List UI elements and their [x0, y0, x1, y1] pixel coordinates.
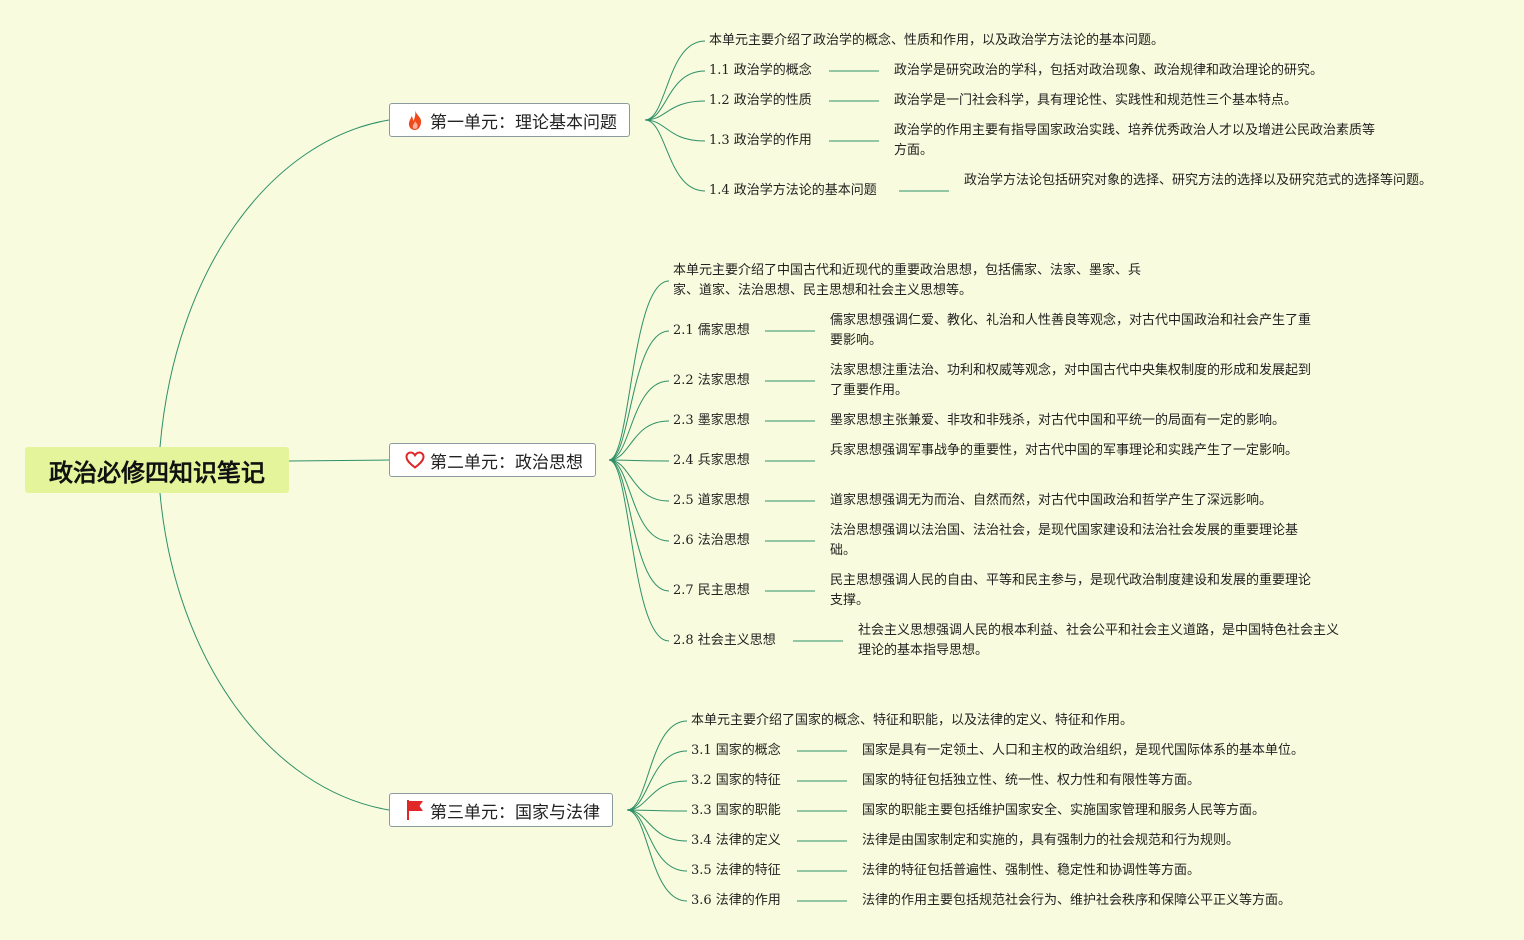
connector-line-20: [626, 809, 688, 812]
topic-2-8-desc: 社会主义思想强调人民的根本利益、社会公平和社会主义道路，是中国特色社会主义理论的…: [858, 623, 1340, 658]
topic-2-4-desc: 兵家思想强调军事战争的重要性，对古代中国的军事理论和实践产生了一定影响。: [830, 443, 1299, 458]
connector-line-7: [644, 119, 706, 192]
topic-3-1-desc: 国家是具有一定领土、人口和主权的政治组织，是现代国际体系的基本单位。: [862, 743, 1305, 758]
topic-2-2-label[interactable]: 2.2 法家思想: [673, 373, 750, 388]
topic-3-2-label[interactable]: 3.2 国家的特征: [691, 773, 781, 788]
connector-line-19: [626, 780, 688, 811]
topic-2-7-label[interactable]: 2.7 民主思想: [673, 583, 750, 598]
connector-line-18: [626, 750, 688, 811]
topic-2-3-desc: 墨家思想主张兼爱、非攻和非残杀，对古代中国和平统一的局面有一定的影响。: [830, 413, 1286, 428]
connector-line-8: [608, 280, 670, 461]
topic-1-2-desc: 政治学是一门社会科学，具有理论性、实践性和规范性三个基本特点。: [894, 93, 1298, 108]
connector-line-22: [626, 809, 688, 872]
root-title: 政治必修四知识笔记: [49, 458, 265, 487]
topic-1-3-label[interactable]: 1.3 政治学的作用: [709, 133, 812, 148]
topic-2-8-label[interactable]: 2.8 社会主义思想: [673, 633, 776, 648]
topic-1-4-label[interactable]: 1.4 政治学方法论的基本问题: [709, 183, 877, 198]
unit-2-node[interactable]: 第二单元：政治思想: [389, 443, 596, 477]
fire-icon: [404, 109, 426, 131]
topic-3-6-desc: 法律的作用主要包括规范社会行为、维护社会秩序和保障公平正义等方面。: [862, 893, 1292, 908]
topic-2-6-desc: 法治思想强调以法治国、法治社会，是现代国家建设和法治社会发展的重要理论基础。: [830, 523, 1299, 558]
connector-line-6: [644, 119, 706, 142]
topic-2-2-desc: 法家思想注重法治、功利和权威等观念，对中国古代中央集权制度的形成和发展起到了重要…: [830, 363, 1312, 398]
topic-2-7-desc: 民主思想强调人民的自由、平等和民主参与，是现代政治制度建设和发展的重要理论支撑。: [830, 573, 1312, 608]
unit-1-title: 第一单元：理论基本问题: [430, 112, 617, 133]
connector-line-10: [608, 380, 670, 461]
connector-line-2: [159, 492, 390, 811]
unit-2-title: 第二单元：政治思想: [430, 452, 583, 473]
flag-icon: [404, 799, 426, 821]
connector-line-23: [626, 809, 688, 902]
connector-line-3: [644, 40, 706, 121]
topic-1-1-label[interactable]: 1.1 政治学的概念: [709, 63, 812, 78]
topic-3-2-desc: 国家的特征包括独立性、统一性、权力性和有限性等方面。: [862, 773, 1201, 788]
topic-2-4-label[interactable]: 2.4 兵家思想: [673, 453, 750, 468]
unit-3-node[interactable]: 第三单元：国家与法律: [389, 793, 613, 827]
unit-3-title: 第三单元：国家与法律: [430, 802, 600, 823]
topic-3-1-label[interactable]: 3.1 国家的概念: [691, 743, 781, 758]
root-node[interactable]: 政治必修四知识笔记: [25, 447, 289, 493]
unit-3-summary: 本单元主要介绍了国家的概念、特征和职能，以及法律的定义、特征和作用。: [691, 713, 1134, 728]
connector-line-21: [626, 809, 688, 842]
topic-3-4-label[interactable]: 3.4 法律的定义: [691, 833, 781, 848]
topic-1-3-desc: 政治学的作用主要有指导国家政治实践、培养优秀政治人才以及增进公民政治素质等方面。: [894, 123, 1376, 158]
topic-3-3-desc: 国家的职能主要包括维护国家安全、实施国家管理和服务人民等方面。: [862, 803, 1266, 818]
topic-3-4-desc: 法律是由国家制定和实施的，具有强制力的社会规范和行为规则。: [862, 833, 1240, 848]
topic-2-1-label[interactable]: 2.1 儒家思想: [673, 323, 750, 338]
connector-line-4: [644, 70, 706, 121]
unit-1-summary: 本单元主要介绍了政治学的概念、性质和作用，以及政治学方法论的基本问题。: [709, 33, 1165, 48]
connector-line-12: [608, 459, 670, 462]
connector-line-14: [608, 459, 670, 542]
topic-3-6-label[interactable]: 3.6 法律的作用: [691, 893, 781, 908]
topic-3-5-label[interactable]: 3.5 法律的特征: [691, 863, 781, 878]
connector-line-13: [608, 459, 670, 502]
topic-2-6-label[interactable]: 2.6 法治思想: [673, 533, 750, 548]
heart-icon: [404, 449, 426, 471]
connector-line-15: [608, 459, 670, 592]
topic-2-1-desc: 儒家思想强调仁爱、教化、礼治和人性善良等观念，对古代中国政治和社会产生了重要影响…: [830, 313, 1312, 348]
topic-2-5-label[interactable]: 2.5 道家思想: [673, 493, 750, 508]
connector-line-0: [159, 119, 390, 448]
topic-1-4-desc: 政治学方法论包括研究对象的选择、研究方法的选择以及研究范式的选择等问题。: [964, 173, 1433, 188]
topic-3-5-desc: 法律的特征包括普遍性、强制性、稳定性和协调性等方面。: [862, 863, 1201, 878]
topic-1-1-desc: 政治学是研究政治的学科，包括对政治现象、政治规律和政治理论的研究。: [894, 63, 1324, 78]
connector-line-11: [608, 420, 670, 461]
topic-1-2-label[interactable]: 1.2 政治学的性质: [709, 93, 812, 108]
connector-line-1: [288, 459, 390, 462]
unit-1-node[interactable]: 第一单元：理论基本问题: [389, 103, 630, 137]
topic-2-3-label[interactable]: 2.3 墨家思想: [673, 413, 750, 428]
connector-line-17: [626, 720, 688, 811]
topic-2-5-desc: 道家思想强调无为而治、自然而然，对古代中国政治和哲学产生了深远影响。: [830, 493, 1273, 508]
connector-line-5: [644, 100, 706, 121]
connector-line-9: [608, 330, 670, 461]
topic-3-3-label[interactable]: 3.3 国家的职能: [691, 803, 781, 818]
unit-2-summary: 本单元主要介绍了中国古代和近现代的重要政治思想，包括儒家、法家、墨家、兵家、道家…: [673, 263, 1142, 298]
connector-line-16: [608, 459, 670, 642]
